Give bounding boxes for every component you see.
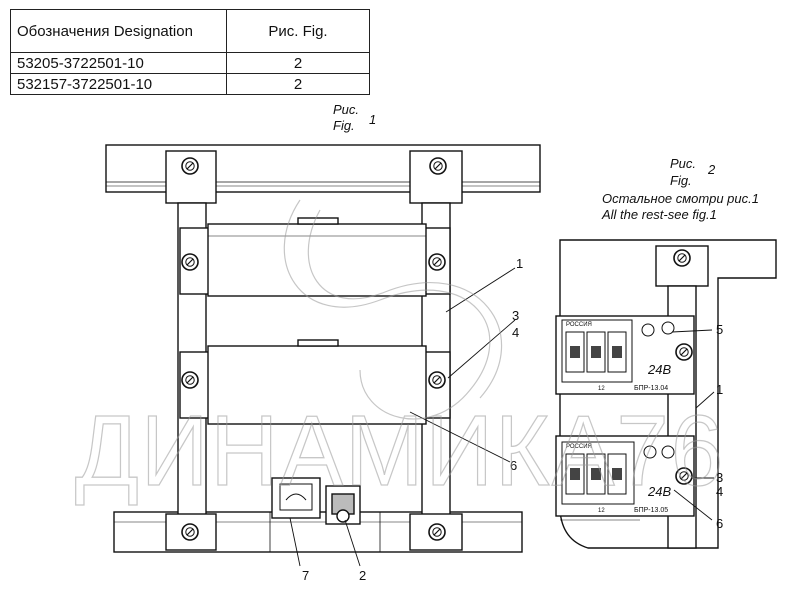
fig2-note-en: All the rest-see fig.1 bbox=[601, 207, 717, 222]
callout-label: 1 bbox=[716, 382, 723, 397]
block-slot: 12 bbox=[598, 508, 605, 514]
callout-label: 3 bbox=[716, 470, 723, 485]
screw-icon bbox=[181, 523, 199, 541]
callout-label: 1 bbox=[516, 256, 523, 271]
fig2-title-en: Fig. bbox=[670, 173, 692, 188]
row-figure: 2 bbox=[226, 73, 370, 95]
screw-icon bbox=[428, 371, 446, 389]
screw-icon bbox=[181, 371, 199, 389]
callout-label: 6 bbox=[716, 516, 723, 531]
table-row: 532157-3722501-10 2 bbox=[10, 73, 370, 95]
screw-icon bbox=[428, 253, 446, 271]
connector-part-7 bbox=[271, 477, 321, 519]
screw-icon bbox=[429, 157, 447, 175]
screw-icon bbox=[428, 523, 446, 541]
screw-icon bbox=[673, 249, 691, 267]
header-designation: Обозначения Designation bbox=[10, 9, 227, 53]
screw-icon bbox=[181, 157, 199, 175]
figure-1 bbox=[105, 144, 541, 567]
block-voltage: 24В bbox=[647, 484, 671, 499]
fig2-number: 2 bbox=[707, 162, 716, 177]
screw-icon bbox=[675, 343, 693, 361]
callout-label: 3 bbox=[512, 308, 519, 323]
callout-label: 7 bbox=[302, 568, 309, 583]
block-model: БПР-13.04 bbox=[634, 385, 668, 392]
relay-block-upper bbox=[179, 217, 451, 297]
connector-part-2 bbox=[325, 485, 361, 525]
watermark-text: ДИНАМИКА76 bbox=[75, 395, 725, 507]
screw-icon bbox=[181, 253, 199, 271]
table-header-row: Обозначения Designation Рис. Fig. bbox=[10, 9, 370, 53]
relay-block-lower bbox=[179, 339, 451, 425]
block-slot: 12 bbox=[598, 386, 605, 392]
callout-label: 2 bbox=[359, 568, 366, 583]
block-brand: РОССИЯ bbox=[566, 444, 592, 450]
designation-table: Обозначения Designation Рис. Fig. 53205-… bbox=[10, 9, 370, 95]
fig2-note-ru: Остальное смотри рис.1 bbox=[602, 191, 759, 206]
callout-label: 4 bbox=[512, 325, 519, 340]
watermark: ДИНАМИКА76 bbox=[74, 199, 725, 508]
block-brand: РОССИЯ bbox=[566, 322, 592, 328]
callout-label: 6 bbox=[510, 458, 517, 473]
fig1-title-ru: Рис. bbox=[333, 102, 359, 117]
relay-unit-upper bbox=[555, 315, 695, 395]
block-model: БПР-13.05 bbox=[634, 507, 668, 514]
callout-label: 5 bbox=[716, 322, 723, 337]
figure-2 bbox=[555, 239, 777, 549]
relay-unit-lower bbox=[555, 435, 695, 517]
block-voltage: 24В bbox=[647, 362, 671, 377]
callout-label: 4 bbox=[716, 484, 723, 499]
row-designation: 532157-3722501-10 bbox=[10, 73, 227, 95]
fig1-title-en: Fig. bbox=[333, 118, 355, 133]
fig1-number: 1 bbox=[369, 112, 376, 127]
fig2-title-ru: Рис. bbox=[670, 156, 696, 171]
header-figure: Рис. Fig. bbox=[226, 9, 370, 53]
